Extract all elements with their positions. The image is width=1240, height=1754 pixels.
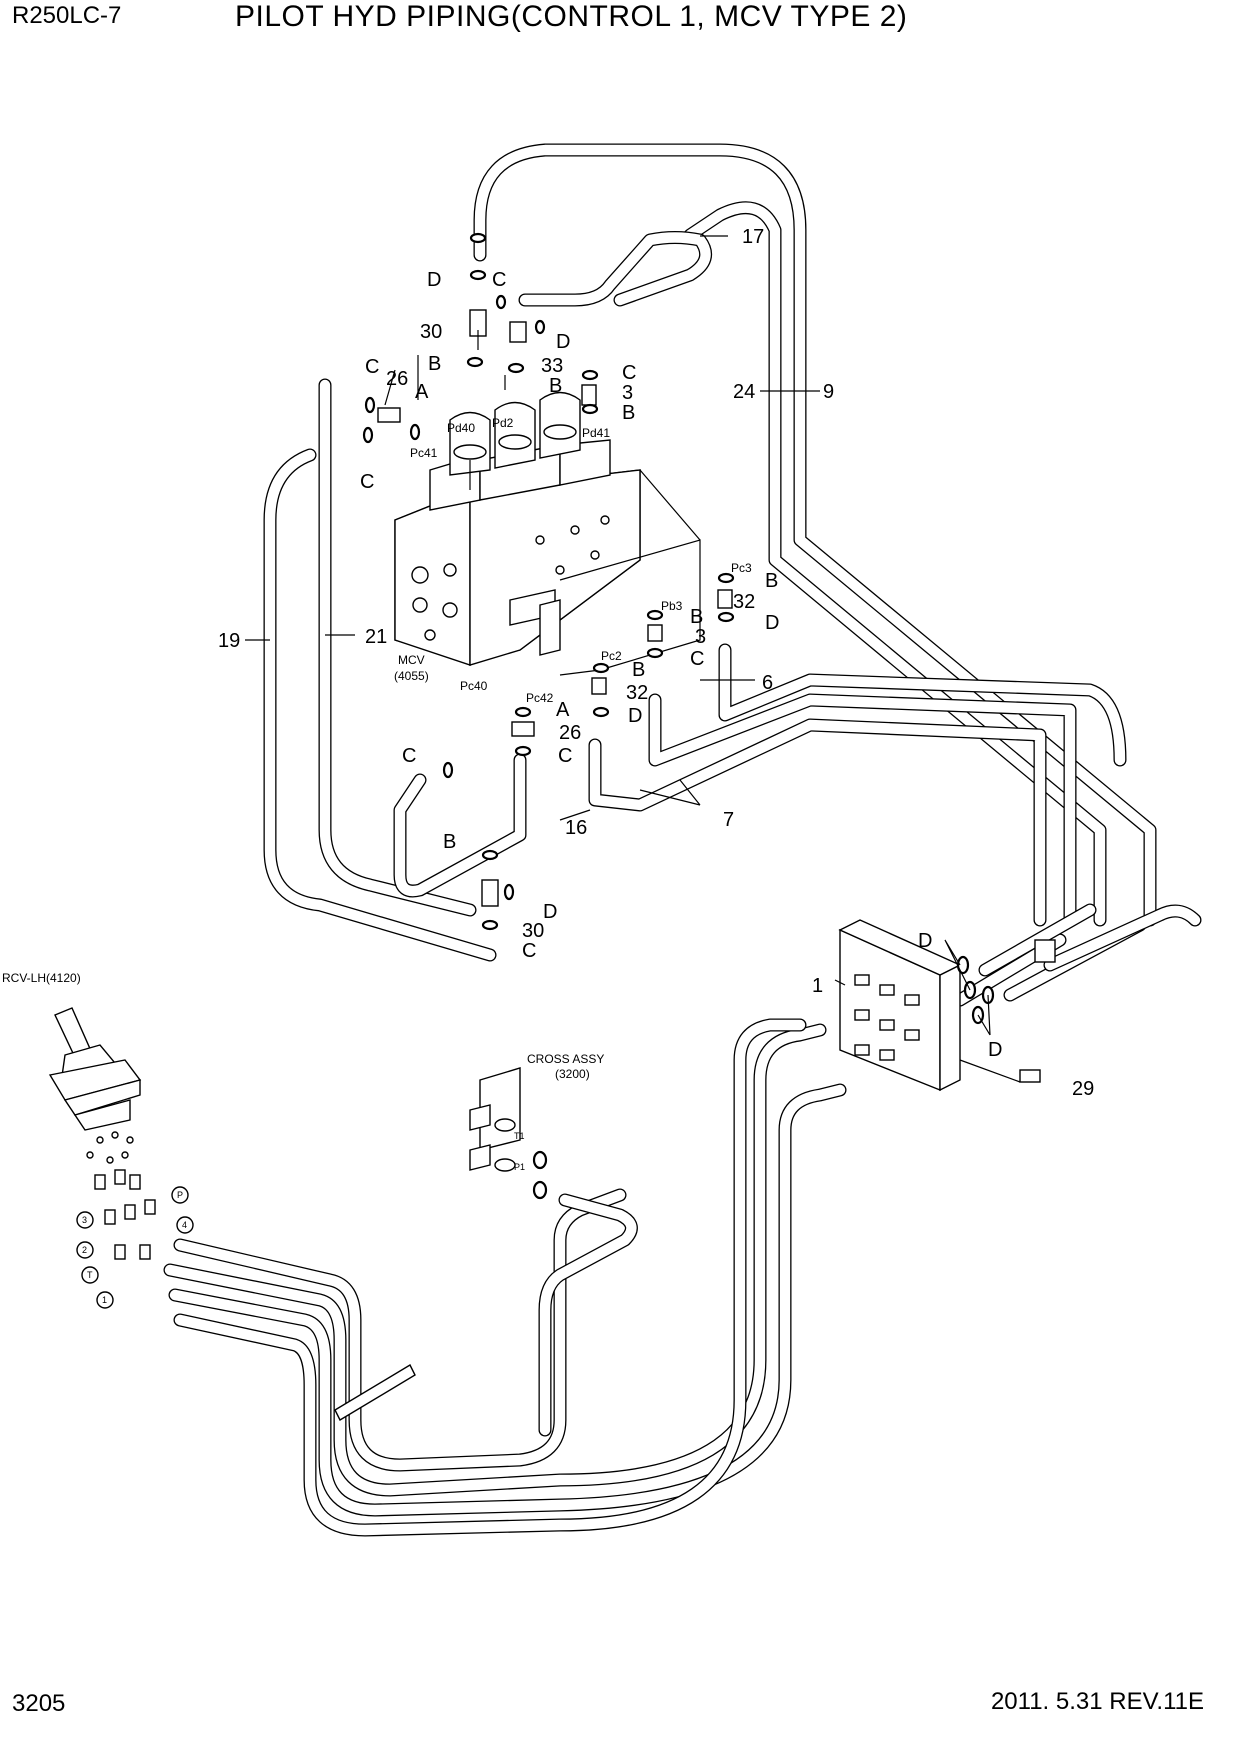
- svg-text:4: 4: [182, 1220, 187, 1230]
- svg-text:C: C: [622, 362, 636, 384]
- svg-text:3: 3: [82, 1215, 87, 1225]
- part-32-right: 32: [733, 591, 755, 613]
- page-title: PILOT HYD PIPING(CONTROL 1, MCV TYPE 2): [235, 0, 908, 33]
- rcv-port-number-labels: 3 2 T 1 P 4: [82, 1190, 187, 1305]
- svg-text:Pd40: Pd40: [447, 421, 475, 435]
- svg-text:Pc42: Pc42: [526, 691, 554, 705]
- svg-text:D: D: [543, 901, 557, 923]
- svg-text:A: A: [556, 699, 570, 721]
- part-6: 6: [762, 672, 773, 694]
- part-26-mid: 26: [559, 722, 581, 744]
- part-1: 1: [812, 975, 823, 997]
- part-number-labels: 17 24 9 30 33 26 3 32 3 6 32 26 19 21 7 …: [218, 226, 1094, 1100]
- mcv-code-label: (4055): [394, 669, 429, 683]
- part-30-top: 30: [420, 321, 442, 343]
- svg-text:D: D: [765, 612, 779, 634]
- leader-lines: [245, 235, 1021, 1083]
- seal-letter-labels: D C D B C A B C B C B D B C B D A C C B …: [360, 269, 1002, 1061]
- svg-text:Pd41: Pd41: [582, 426, 610, 440]
- component-labels: MCV (4055) RCV-LH(4120) CROSS ASSY (3200…: [2, 653, 604, 1081]
- svg-text:C: C: [690, 648, 704, 670]
- svg-text:C: C: [402, 745, 416, 767]
- svg-text:C: C: [492, 269, 506, 291]
- svg-text:D: D: [556, 331, 570, 353]
- pilot-block-1: [838, 919, 962, 1092]
- svg-text:A: A: [415, 381, 429, 403]
- part-3-top: 3: [622, 382, 633, 404]
- cross-assy-code-label: (3200): [555, 1067, 590, 1081]
- part-30-bottom: 30: [522, 920, 544, 942]
- svg-text:Pc2: Pc2: [601, 649, 622, 663]
- mcv-name-label: MCV: [398, 653, 425, 667]
- svg-text:T: T: [87, 1270, 93, 1280]
- hose-group: [163, 143, 1202, 1537]
- svg-text:Pd2: Pd2: [492, 416, 514, 430]
- mcv-valve-body: [394, 391, 701, 676]
- page-number: 3205: [12, 1690, 66, 1717]
- svg-text:T1: T1: [514, 1131, 525, 1141]
- part-3-mid: 3: [695, 626, 706, 648]
- part-33: 33: [541, 355, 563, 377]
- svg-text:Pb3: Pb3: [661, 599, 683, 613]
- cross-assy: [469, 1067, 548, 1200]
- svg-text:B: B: [428, 353, 441, 375]
- svg-text:D: D: [628, 705, 642, 727]
- svg-text:C: C: [522, 940, 536, 962]
- svg-text:Pc40: Pc40: [460, 679, 488, 693]
- part-21: 21: [365, 626, 387, 648]
- svg-text:2: 2: [82, 1245, 87, 1255]
- svg-text:B: B: [549, 375, 562, 397]
- part-26-top: 26: [386, 368, 408, 390]
- svg-text:P1: P1: [514, 1162, 525, 1172]
- svg-text:C: C: [365, 356, 379, 378]
- part-32-mid: 32: [626, 682, 648, 704]
- svg-text:1: 1: [102, 1295, 107, 1305]
- svg-text:Pc41: Pc41: [410, 446, 438, 460]
- part-16: 16: [565, 817, 587, 839]
- part-7: 7: [723, 809, 734, 831]
- part-29: 29: [1072, 1078, 1094, 1100]
- hose-17: [518, 231, 713, 307]
- hose-clamp: [334, 1364, 416, 1421]
- part-17: 17: [742, 226, 764, 248]
- svg-text:B: B: [690, 606, 703, 628]
- part-24: 24: [733, 381, 755, 403]
- svg-text:Pc3: Pc3: [731, 561, 752, 575]
- svg-text:D: D: [918, 930, 932, 952]
- model-number: R250LC-7: [12, 2, 122, 29]
- svg-text:P: P: [177, 1190, 183, 1200]
- rcv-lh-label: RCV-LH(4120): [2, 971, 81, 985]
- svg-text:B: B: [632, 659, 645, 681]
- svg-text:B: B: [443, 831, 456, 853]
- svg-text:C: C: [558, 745, 572, 767]
- cross-assy-label: CROSS ASSY: [527, 1052, 604, 1066]
- part-9: 9: [823, 381, 834, 403]
- part-19: 19: [218, 630, 240, 652]
- svg-text:C: C: [360, 471, 374, 493]
- svg-text:B: B: [622, 402, 635, 424]
- svg-text:B: B: [765, 570, 778, 592]
- fittings: [362, 232, 1056, 1083]
- revision-date: 2011. 5.31 REV.11E: [990, 1688, 1204, 1715]
- svg-text:D: D: [988, 1039, 1002, 1061]
- rcv-lh-joystick: [48, 1007, 194, 1309]
- svg-text:D: D: [427, 269, 441, 291]
- port-labels: Pd40 Pd2 Pd41 Pc41 Pc3 Pb3 Pc2 Pc42 Pc40…: [410, 416, 752, 1172]
